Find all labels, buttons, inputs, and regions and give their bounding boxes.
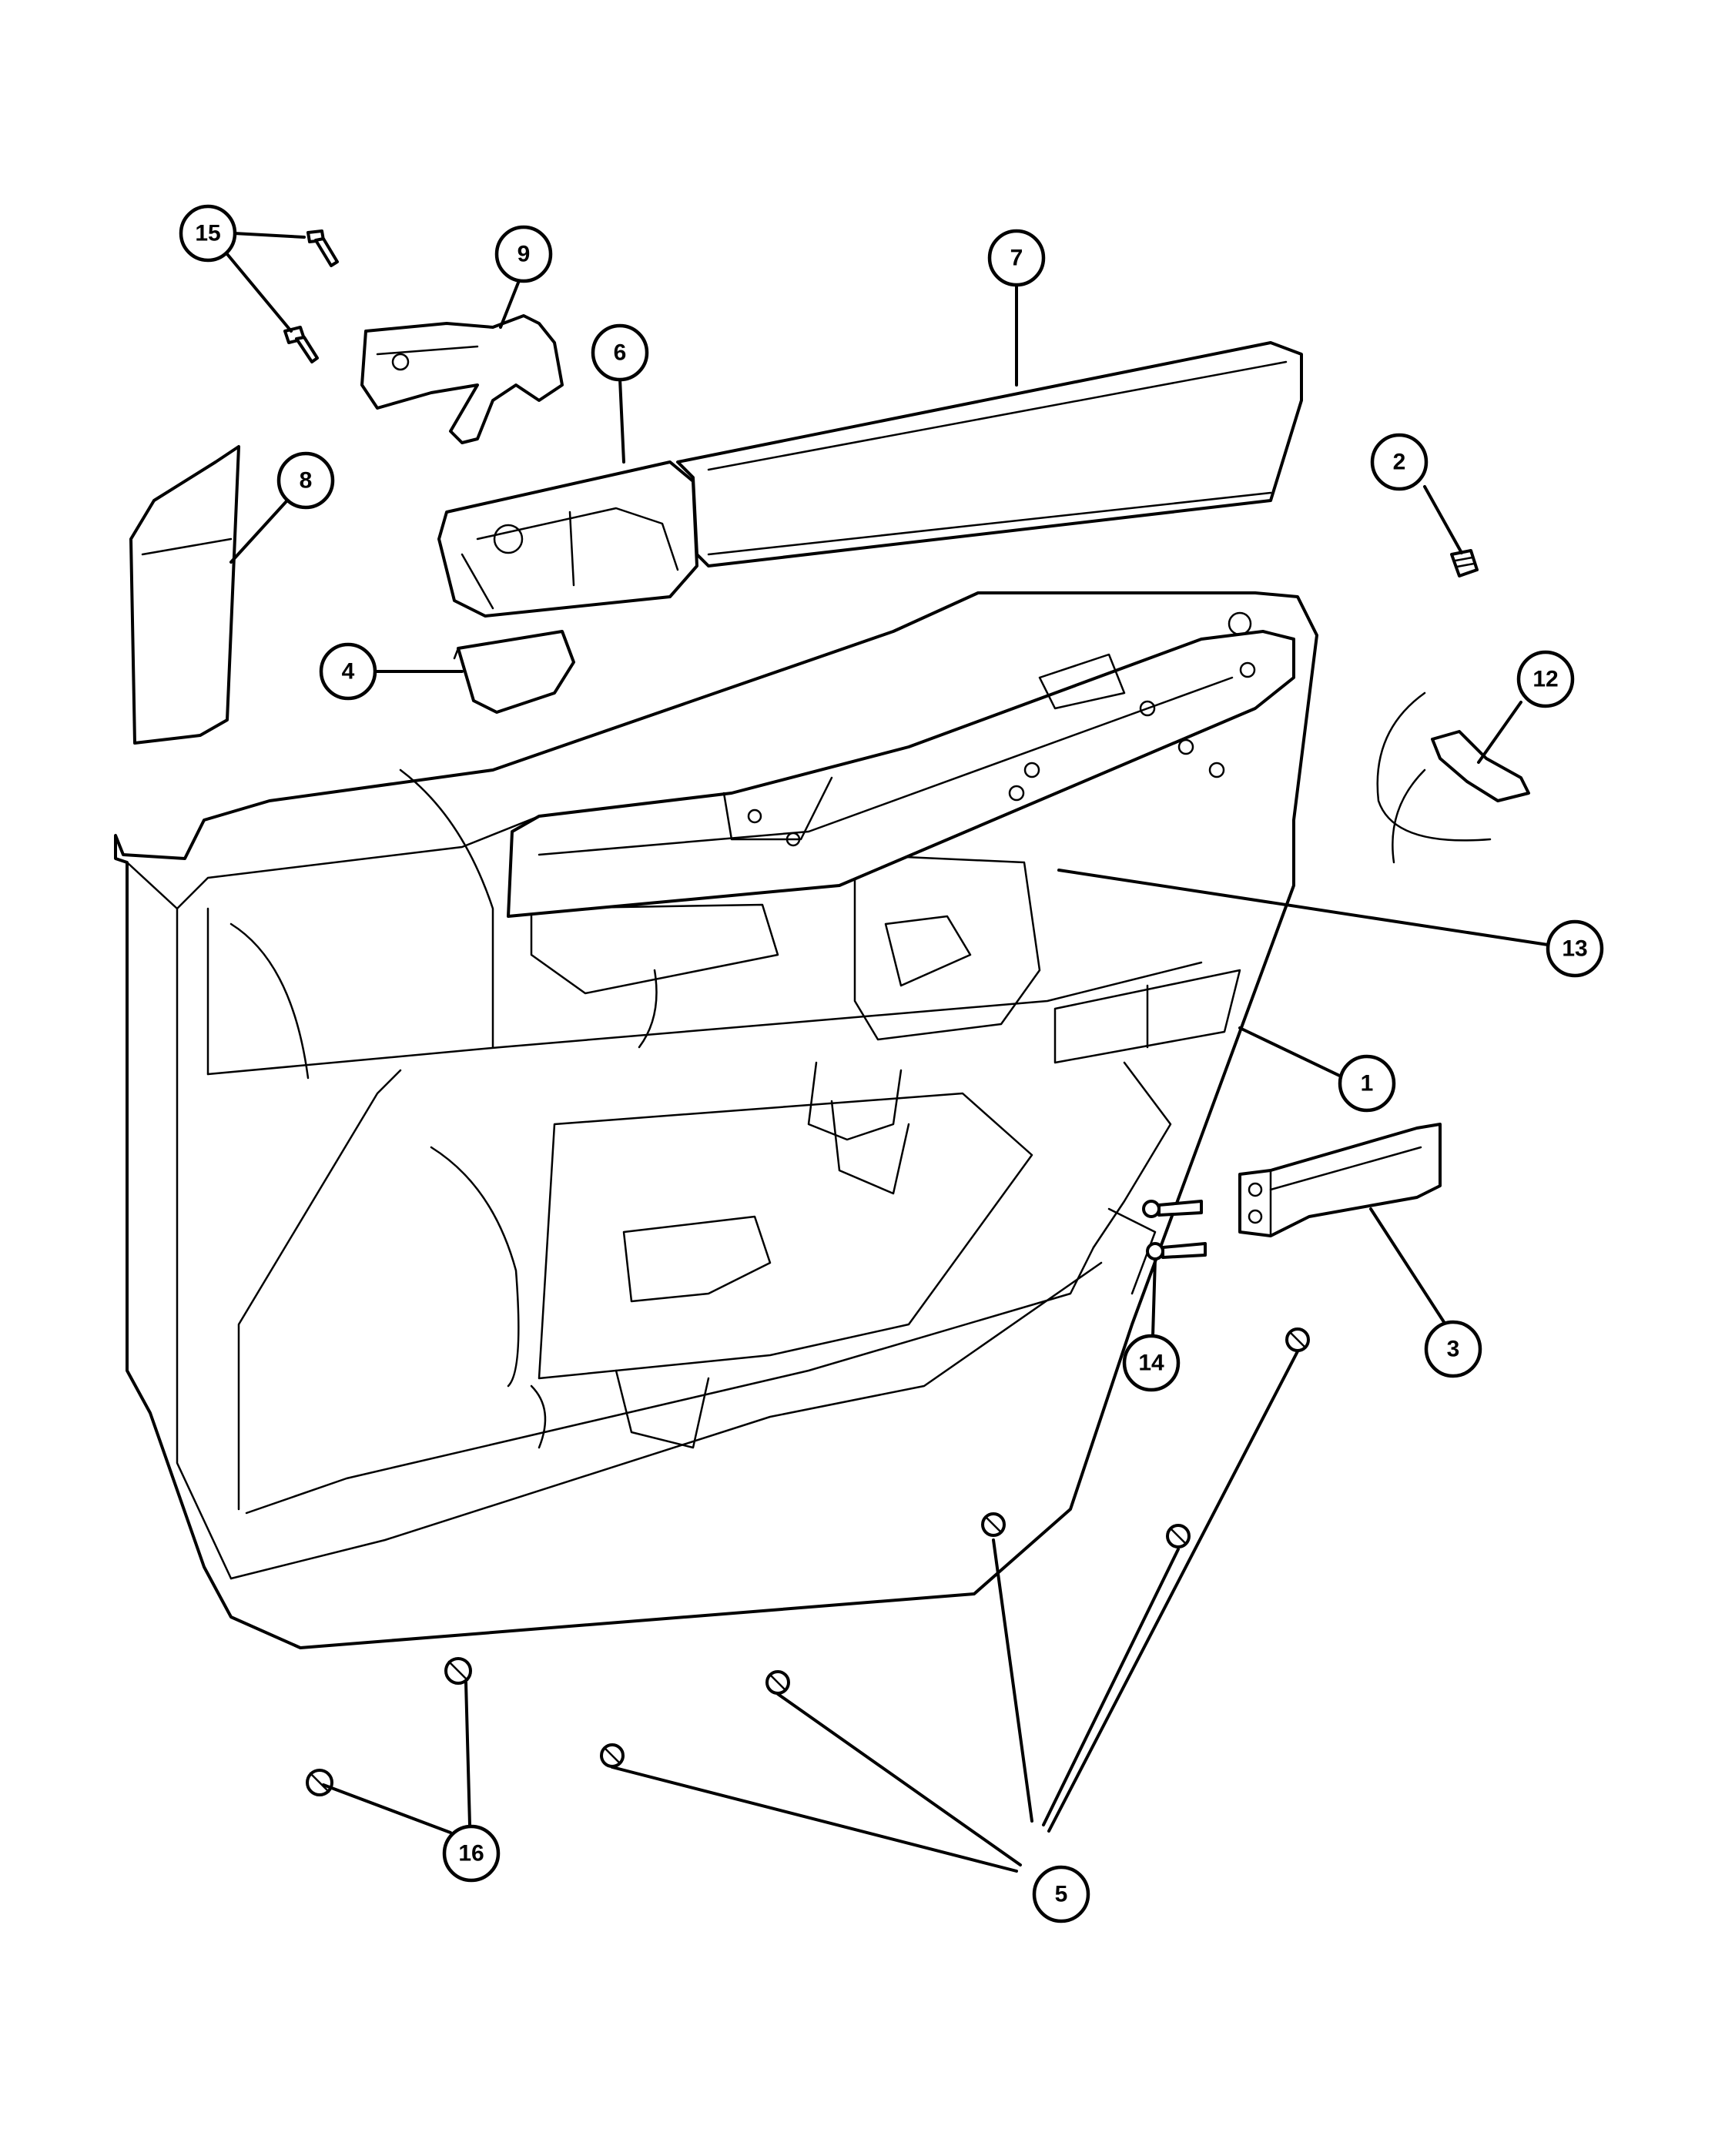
callout-label: 8 (300, 468, 313, 494)
callout-2: 2 (1370, 433, 1429, 491)
callout-14: 14 (1122, 1334, 1181, 1392)
callout-3: 3 (1424, 1320, 1482, 1378)
screws-15 (283, 229, 339, 363)
leader-lines (226, 232, 1549, 1873)
screw (306, 229, 339, 267)
detail-view-arc (1376, 691, 1492, 842)
callout-label: 6 (614, 340, 627, 366)
callout-label: 9 (518, 242, 531, 267)
callout-6: 6 (591, 323, 649, 382)
callout-label: 12 (1532, 667, 1558, 692)
callout-13: 13 (1546, 919, 1604, 978)
callout-1: 1 (1338, 1054, 1396, 1113)
callout-label: 4 (342, 659, 355, 685)
armrest-pad (676, 341, 1303, 567)
callout-12: 12 (1516, 650, 1575, 708)
callout-5: 5 (1032, 1865, 1090, 1923)
door-trim-panel (114, 591, 1318, 1649)
callout-9: 9 (494, 225, 553, 283)
clip (306, 1769, 333, 1796)
clip (444, 1657, 472, 1685)
screw (1146, 1242, 1207, 1260)
push-clip (981, 1512, 1006, 1537)
push-clip (1285, 1327, 1310, 1352)
screw (283, 326, 319, 363)
callout-label: 1 (1361, 1071, 1374, 1096)
callout-16: 16 (442, 1824, 501, 1883)
callout-8: 8 (276, 451, 335, 510)
callout-label: 16 (458, 1841, 484, 1866)
push-clip (1166, 1524, 1191, 1548)
clips-16 (306, 1657, 472, 1796)
callout-label: 2 (1393, 450, 1406, 475)
callout-7: 7 (987, 229, 1046, 287)
side-trim-piece (129, 445, 240, 745)
screw (1142, 1200, 1203, 1218)
callout-label: 14 (1138, 1351, 1164, 1376)
inside-door-handle (360, 314, 564, 444)
retainer-clip (1392, 730, 1530, 864)
callout-label: 3 (1447, 1337, 1460, 1362)
armrest-bezel (437, 460, 698, 618)
callout-label: 7 (1010, 246, 1023, 271)
callout-label: 15 (195, 221, 220, 246)
push-clip (600, 1743, 625, 1768)
push-clip (765, 1670, 790, 1695)
push-pin-fastener (1450, 549, 1479, 578)
callout-label: 5 (1055, 1882, 1068, 1907)
bezel-cover (453, 630, 575, 714)
callout-label: 13 (1562, 936, 1587, 962)
pull-cup-trim (1238, 1123, 1442, 1237)
callout-4: 4 (319, 642, 377, 701)
callout-15: 15 (179, 204, 237, 263)
